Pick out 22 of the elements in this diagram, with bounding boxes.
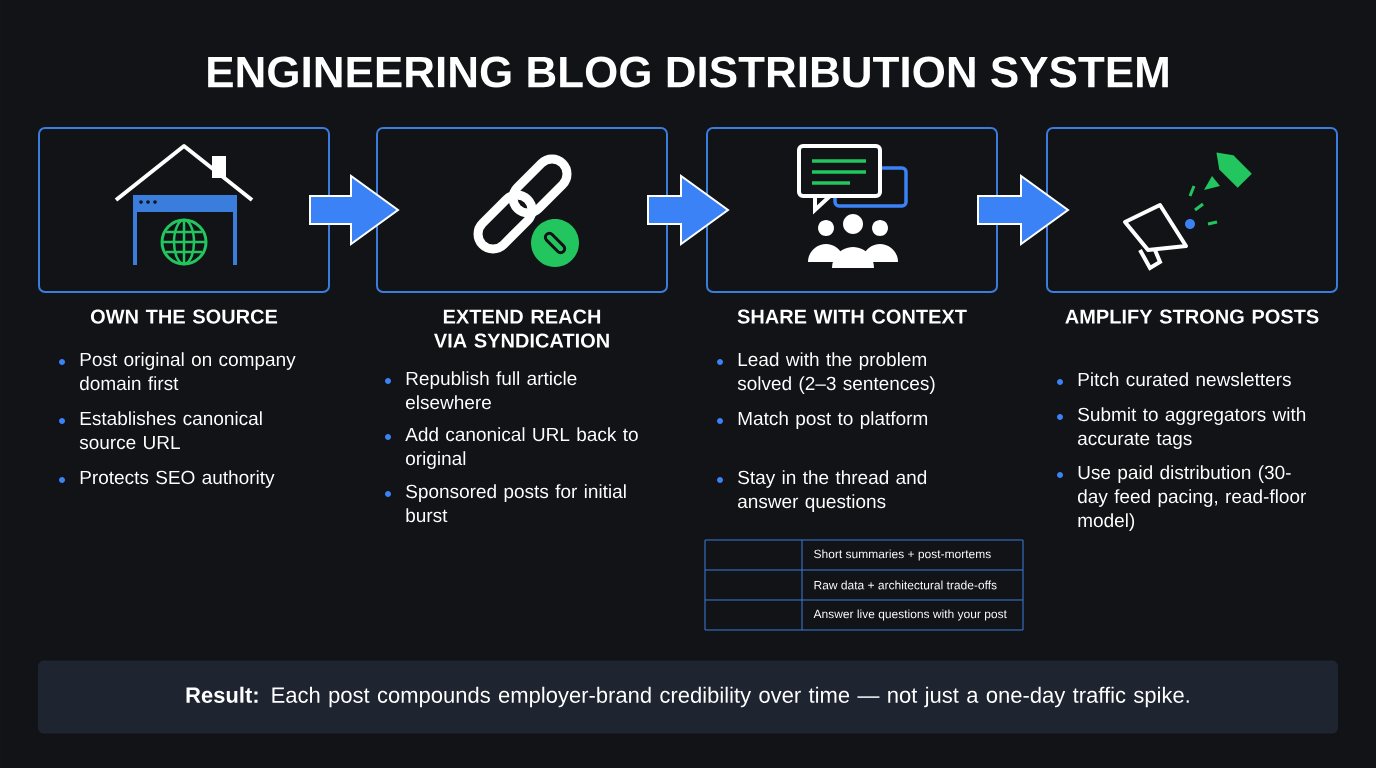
bullet-item: Submit to aggregators with accurate tags <box>1057 407 1306 449</box>
result-banner: Result: Each post compounds employer-brand credibility over time — not just a one-day traffic spike. <box>38 660 1338 734</box>
bullet-item: Post original on company domain first <box>59 352 296 391</box>
bullet-item: Pitch curated newsletters <box>1057 372 1291 387</box>
block-arrow <box>647 174 730 246</box>
bullet-item: Match post to platform <box>717 411 928 429</box>
bullet-item: Lead with the problem solved (2–3 sentences) <box>717 352 935 394</box>
step-heading: SHARE WITH CONTEXT <box>737 309 967 324</box>
bullet-item: Use paid distribution (30-day feed pacing, read-floor model) <box>1057 465 1306 531</box>
bullet-item: Add canonical URL back to original <box>385 427 638 469</box>
title: ENGINEERING BLOG DISTRIBUTION SYSTEM <box>208 56 1168 88</box>
step-heading: OWN THE SOURCE <box>90 309 278 324</box>
bullet-item: Protects SEO authority <box>59 470 275 488</box>
step-heading: AMPLIFY STRONG POSTS <box>1065 309 1319 324</box>
step-heading: EXTEND REACH VIA SYNDICATION <box>434 309 609 348</box>
bullet-item: Establishes canonical source URL <box>59 411 262 450</box>
bullet-item: Sponsored posts for initial burst <box>385 484 626 523</box>
platform-table: Short summaries + post-mortems Raw data + architectural trade-offs Answer live questions with your post <box>704 539 1024 631</box>
block-arrow <box>309 174 400 246</box>
bullet-item: Stay in the thread and answer questions <box>717 470 927 512</box>
block-arrow <box>977 174 1070 246</box>
bullet-item: Republish full article elsewhere <box>385 371 577 410</box>
